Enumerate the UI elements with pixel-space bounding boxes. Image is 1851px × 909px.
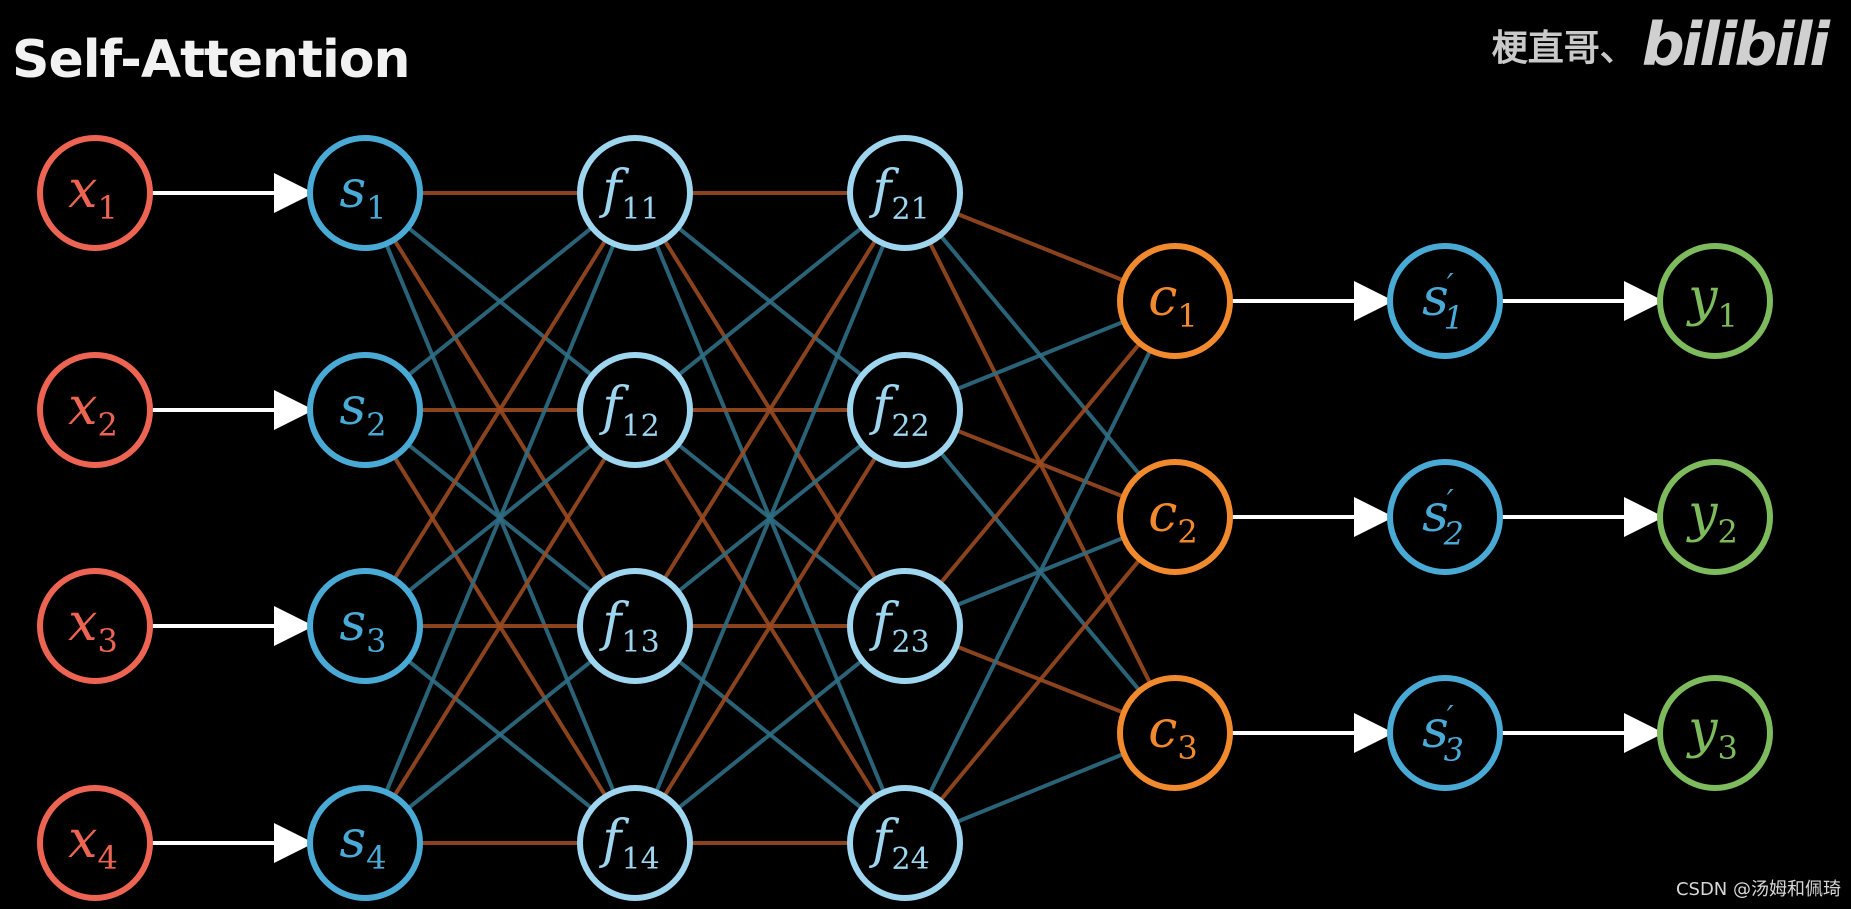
edge-s4-f12 [363, 408, 637, 845]
node-circle [1117, 459, 1233, 575]
node-circle [577, 568, 693, 684]
diagram-title: Self-Attention [12, 30, 411, 90]
node-label: y2 [1686, 484, 1738, 551]
node-label: f11 [598, 160, 659, 227]
csdn-watermark: CSDN @汤姆和佩琦 [1675, 879, 1841, 900]
node-label: s3 [339, 593, 386, 660]
node-x4: x4 [37, 785, 153, 901]
node-circle [307, 785, 423, 901]
node-label: y3 [1686, 700, 1738, 767]
node-sp2: s′2 [1387, 459, 1503, 575]
edge-s3-f11 [363, 191, 637, 628]
edge-s4-f11 [363, 192, 637, 844]
node-f13: f13 [577, 568, 693, 684]
node-y1: y1 [1657, 243, 1773, 359]
node-x2: x2 [37, 352, 153, 468]
flow-arrows [150, 173, 1664, 863]
node-circle [37, 785, 153, 901]
node-s1: s1 [307, 135, 423, 251]
node-x3: x3 [37, 568, 153, 684]
node-label: s2 [339, 377, 386, 444]
node-circle [1387, 675, 1503, 791]
channel-name: 梗直哥、 [1491, 28, 1636, 69]
node-circle [1657, 459, 1773, 575]
node-f14: f14 [577, 785, 693, 901]
node-circle [847, 135, 963, 251]
node-circle [307, 135, 423, 251]
node-circle [307, 352, 423, 468]
node-s2: s2 [307, 352, 423, 468]
node-circle [847, 785, 963, 901]
node-circle [577, 785, 693, 901]
edge-f14-f21 [633, 192, 907, 844]
edge-f13-f21 [633, 191, 907, 628]
node-f24: f24 [847, 785, 963, 901]
node-label: s′1 [1422, 268, 1464, 337]
node-circle [1657, 675, 1773, 791]
network-nodes: x1 x2 x3 x4 s1 s2 s3 s4 f11 f12 f13 f14 f21 f22 f23 f24… [37, 135, 1773, 901]
node-label: c1 [1148, 268, 1197, 335]
node-circle [37, 352, 153, 468]
node-label: c2 [1148, 484, 1197, 551]
node-circle [577, 135, 693, 251]
node-circle [1657, 243, 1773, 359]
node-label: s′3 [1422, 700, 1464, 769]
bilibili-logo: bilibili [1641, 10, 1830, 80]
node-x1: x1 [37, 135, 153, 251]
node-circle [577, 352, 693, 468]
node-circle [307, 568, 423, 684]
node-label: x4 [68, 810, 118, 877]
node-circle [37, 135, 153, 251]
node-s4: s4 [307, 785, 423, 901]
node-c1: c1 [1117, 243, 1233, 359]
node-sp1: s′1 [1387, 243, 1503, 359]
node-f23: f23 [847, 568, 963, 684]
edge-f23-c1 [903, 299, 1177, 628]
node-y2: y2 [1657, 459, 1773, 575]
node-label: x2 [68, 377, 118, 444]
node-f11: f11 [577, 135, 693, 251]
node-c3: c3 [1117, 675, 1233, 791]
node-label: s′2 [1422, 484, 1464, 553]
node-circle [37, 568, 153, 684]
connection-edges [363, 191, 1177, 845]
node-y3: y3 [1657, 675, 1773, 791]
node-f21: f21 [847, 135, 963, 251]
node-circle [847, 352, 963, 468]
edge-f24-c2 [903, 515, 1177, 845]
node-circle [847, 568, 963, 684]
node-label: y1 [1686, 268, 1738, 335]
edge-f24-c1 [903, 300, 1177, 844]
node-circle [1387, 459, 1503, 575]
node-label: s1 [339, 160, 386, 227]
node-s3: s3 [307, 568, 423, 684]
node-f22: f22 [847, 352, 963, 468]
node-label: x1 [68, 160, 118, 227]
node-label: s4 [339, 810, 386, 877]
node-c2: c2 [1117, 459, 1233, 575]
channel-logo: 梗直哥、 bilibili [1491, 10, 1830, 80]
node-circle [1117, 675, 1233, 791]
node-sp3: s′3 [1387, 675, 1503, 791]
node-circle [1387, 243, 1503, 359]
edge-f14-f22 [633, 408, 907, 845]
node-circle [1117, 243, 1233, 359]
node-label: c3 [1148, 700, 1197, 767]
node-label: x3 [68, 593, 118, 660]
node-f12: f12 [577, 352, 693, 468]
